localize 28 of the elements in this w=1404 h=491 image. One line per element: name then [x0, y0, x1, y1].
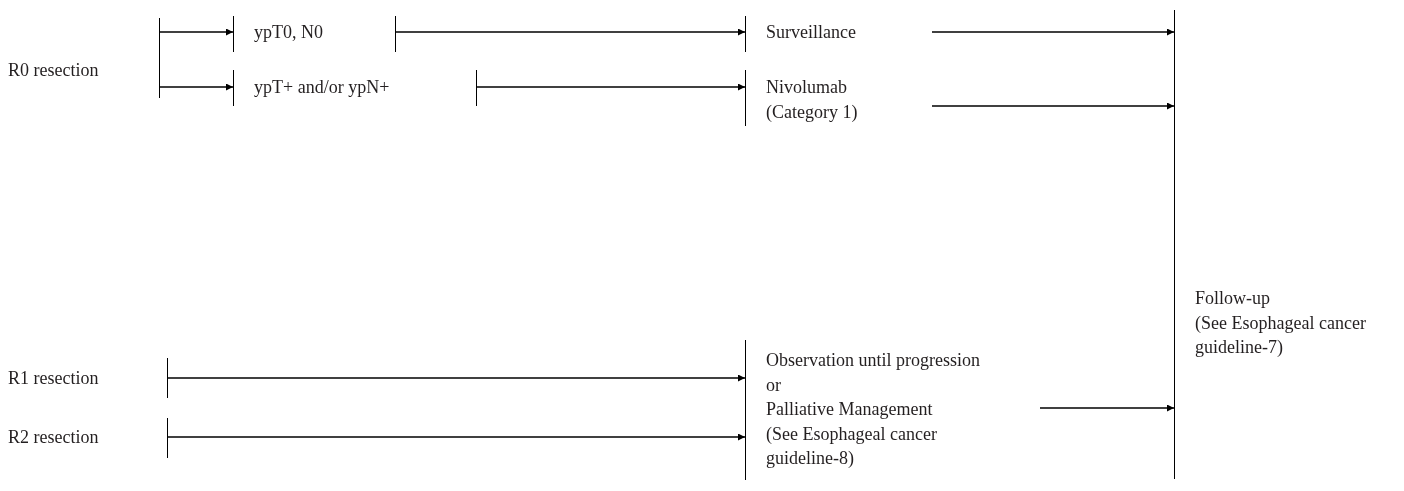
node-label: Palliative Management — [766, 398, 934, 421]
node-label: Surveillance — [766, 21, 856, 44]
bracket-node — [8, 18, 160, 98]
bracket-node — [8, 418, 168, 458]
node-label: (Category 1) — [766, 100, 858, 124]
arrow — [931, 102, 1175, 110]
arrow — [159, 28, 234, 36]
arrow — [395, 28, 746, 36]
arrow — [167, 374, 746, 382]
arrow — [931, 28, 1175, 36]
arrow — [1039, 404, 1175, 412]
arrow — [476, 83, 746, 91]
node-label: or — [766, 373, 782, 397]
arrow — [159, 83, 234, 91]
bracket-node — [233, 16, 396, 52]
bracket-node — [8, 358, 168, 398]
node-label: (See Esophageal cancer guideline-7) — [1195, 311, 1367, 359]
node-label: R2 resection — [8, 426, 99, 449]
node-label: R1 resection — [8, 367, 99, 390]
node-label: ypT+ and/or ypN+ — [254, 76, 390, 99]
bracket-node — [233, 70, 477, 106]
arrow — [167, 433, 746, 441]
node-label: (See Esophageal cancer guideline-8) — [766, 422, 938, 470]
node-label: Follow-up — [1195, 287, 1271, 310]
node-label: Nivolumab — [766, 76, 848, 99]
node-label: ypT0, N0 — [254, 21, 323, 44]
node-label: R0 resection — [8, 59, 99, 82]
node-label: Observation until progression — [766, 349, 980, 372]
